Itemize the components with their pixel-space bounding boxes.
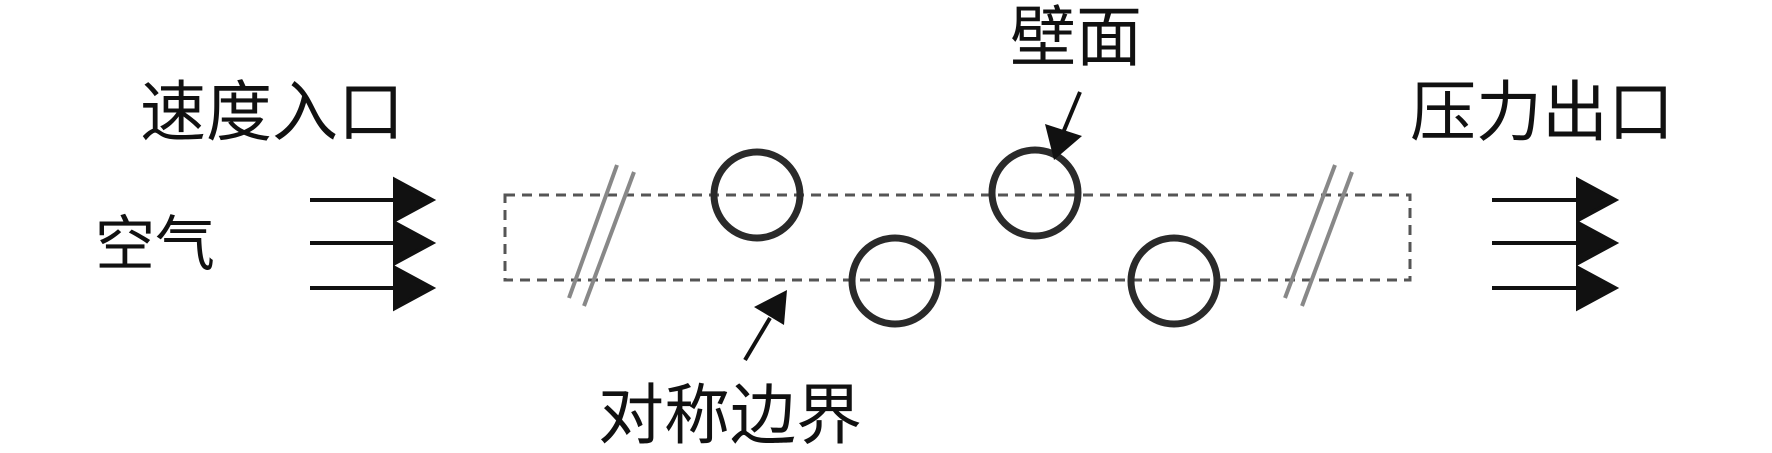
break-mark-right xyxy=(1283,164,1354,307)
inlet-label: 速度入口 xyxy=(140,74,404,151)
outlet-arrow-2-head xyxy=(1576,219,1620,267)
symmetry-label: 对称边界 xyxy=(598,377,862,453)
tube-circle-3 xyxy=(988,146,1082,240)
outlet-arrow-1-head xyxy=(1576,176,1620,224)
outlet-arrow-3-head xyxy=(1576,264,1620,312)
inlet-arrow-3-head xyxy=(393,264,437,312)
tubes xyxy=(710,146,1221,328)
symmetry-pointer-arrow xyxy=(743,316,772,362)
fluid-label: 空气 xyxy=(95,210,215,280)
outlet-label: 压力出口 xyxy=(1410,74,1674,151)
inlet-arrow-2-head xyxy=(393,219,437,267)
wall-label: 壁面 xyxy=(1010,0,1142,76)
outlet-arrows xyxy=(1492,176,1620,312)
tube-circle-4 xyxy=(1127,234,1221,328)
symmetry-pointer-arrowhead xyxy=(754,290,787,325)
tube-circle-2 xyxy=(848,234,942,328)
inlet-arrows xyxy=(310,176,437,312)
break-mark-left xyxy=(567,164,636,307)
domain-dashed-rect xyxy=(503,193,1412,282)
tube-circle-1 xyxy=(710,148,804,242)
wall-pointer-arrowhead xyxy=(1045,124,1082,160)
inlet-arrow-1-head xyxy=(393,176,437,224)
